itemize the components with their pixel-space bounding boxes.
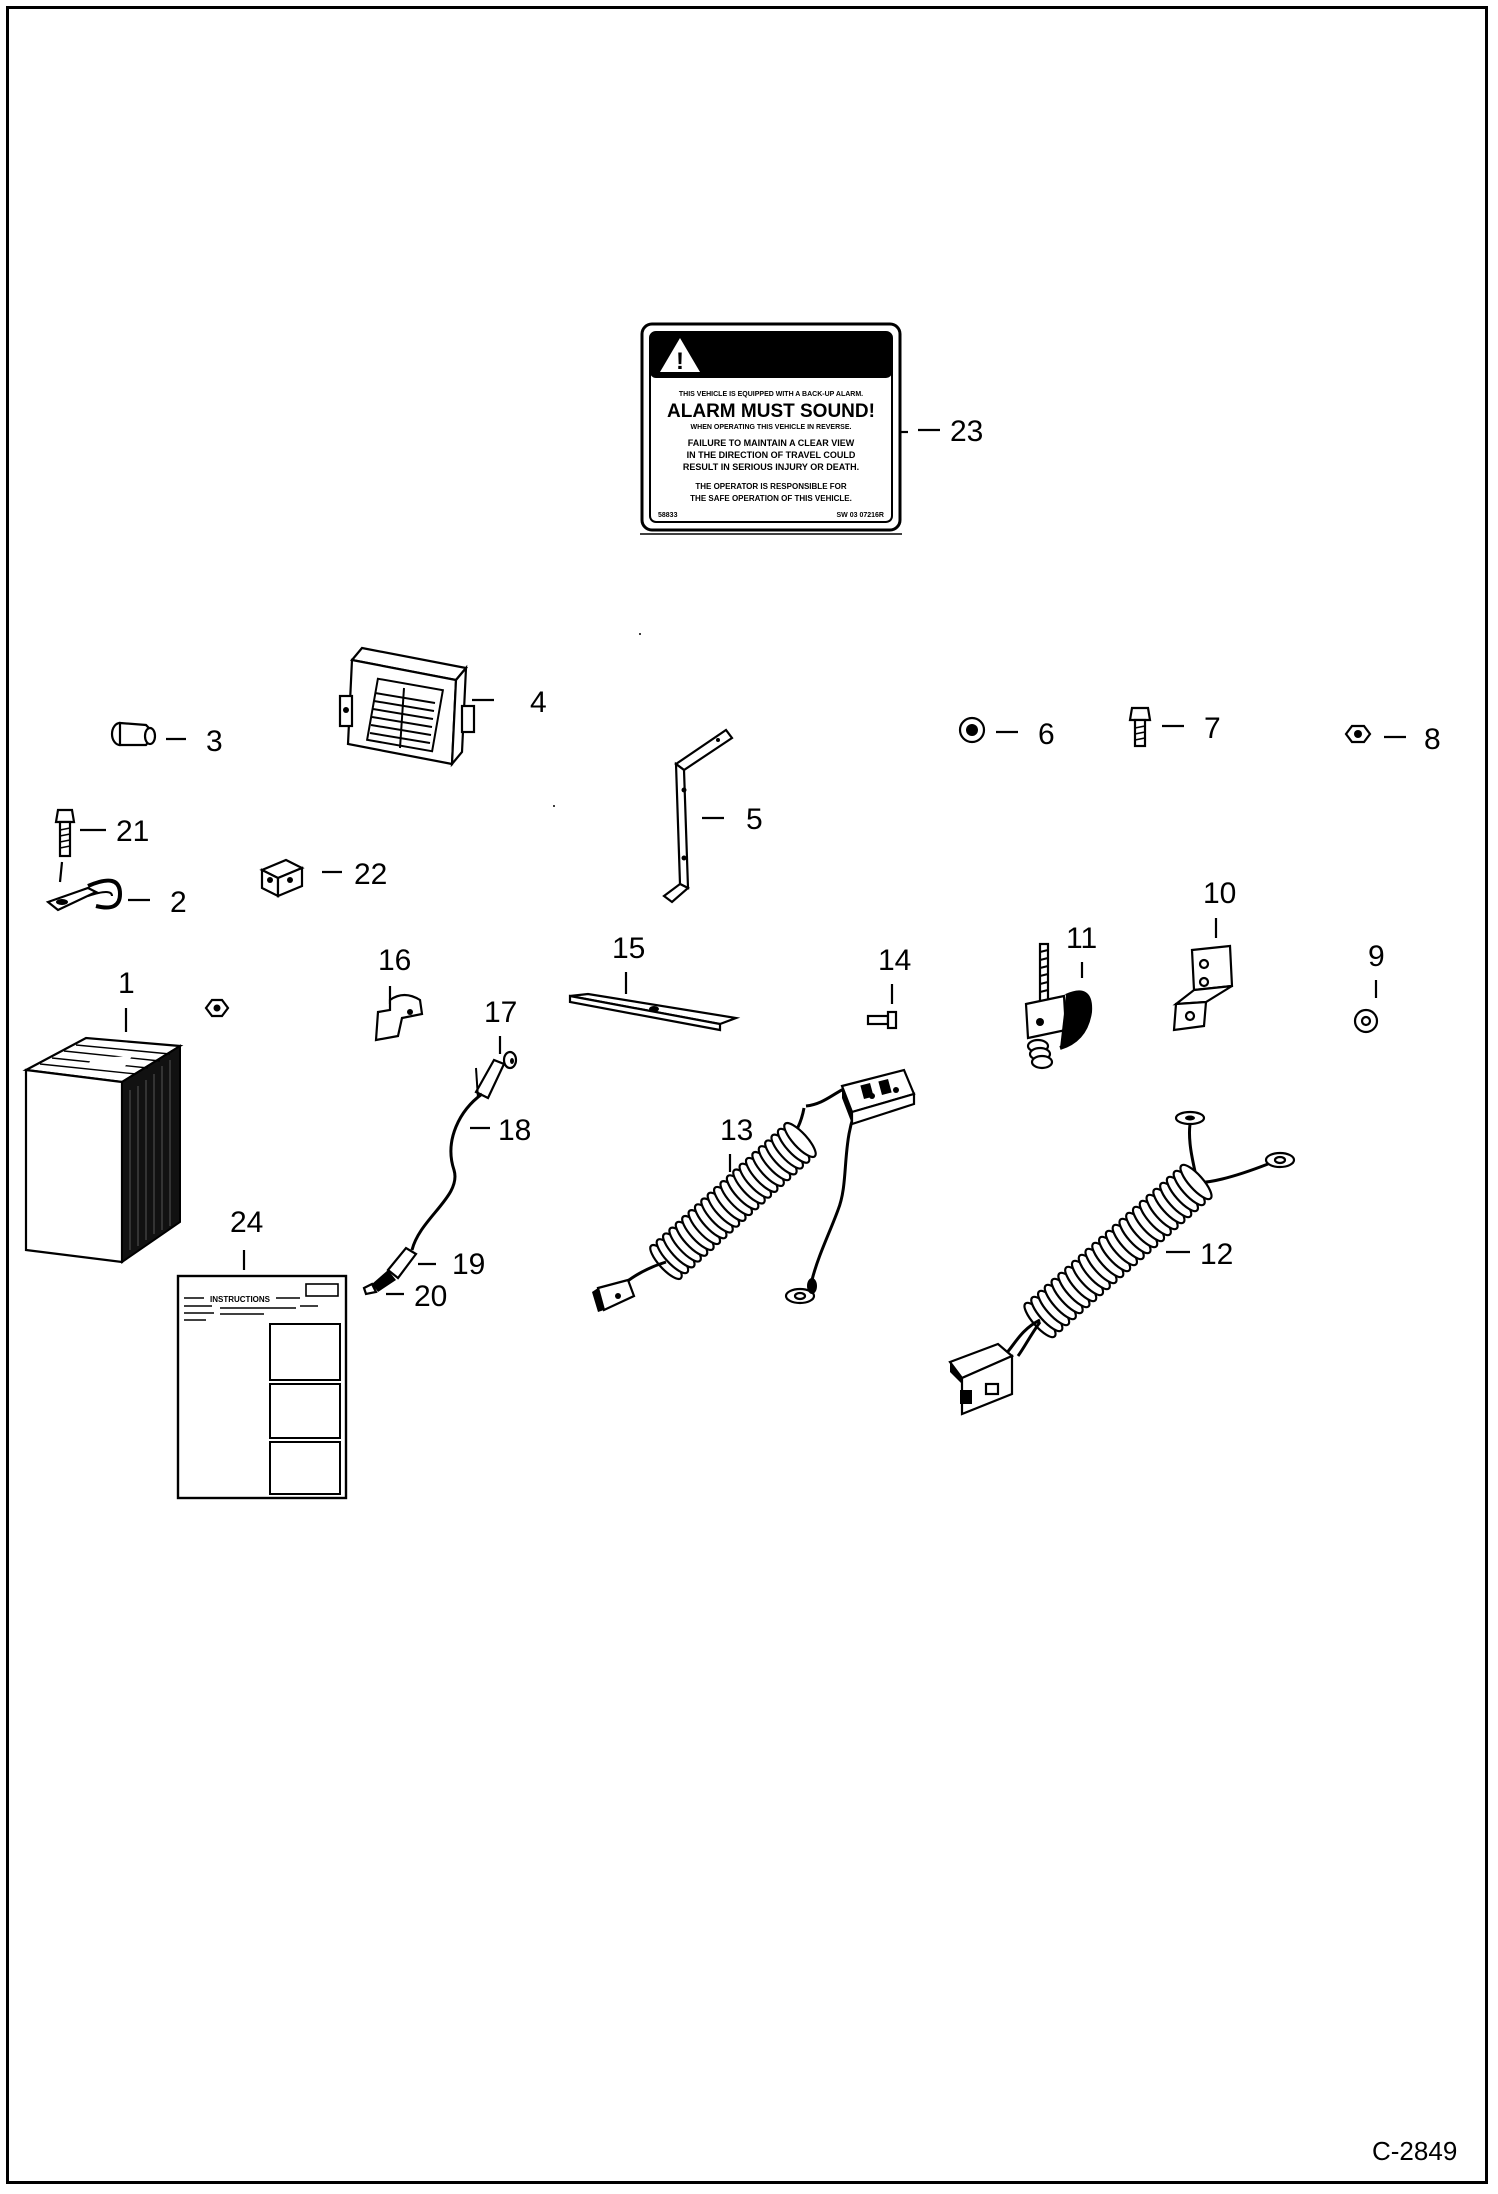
callout-19: 19 [452,1248,485,1281]
callout-3: 3 [206,725,223,758]
callout-24: 24 [230,1206,263,1239]
warning-line4: IN THE DIRECTION OF TRAVEL COULD [687,450,856,460]
wire-18 [410,1092,483,1251]
callout-17: 17 [484,996,517,1029]
plug [110,721,157,747]
warning-decal: ! WARNING THIS VEHICLE IS EQUIPPED WITH … [640,322,902,535]
svg-text:!: ! [676,348,684,375]
terminal-block [259,858,305,898]
backup-alarm [338,646,476,768]
callout-11: 11 [1066,922,1097,955]
warning-line3: FAILURE TO MAINTAIN A CLEAR VIEW [688,438,855,448]
callout-16: 16 [378,944,411,977]
callout-23: 23 [950,415,983,448]
callout-5: 5 [746,803,763,836]
callout-10: 10 [1203,877,1236,910]
screw-14 [866,1010,898,1030]
instruction-sheet: INSTRUCTIONS [176,1274,348,1500]
wire-harness-12 [948,1110,1296,1416]
fuse-holder [474,1050,518,1100]
warning-header: WARNING [704,336,888,378]
callout-22: 22 [354,858,387,891]
callout-1: 1 [118,967,135,1000]
coil-loop [1179,1163,1213,1201]
callout-12: 12 [1200,1238,1233,1271]
callout-8: 8 [1424,723,1441,756]
warning-line5: RESULT IN SERIOUS INJURY OR DEATH. [683,462,859,472]
warning-line1: THIS VEHICLE IS EQUIPPED WITH A BACK-UP … [679,391,863,398]
coil-loop [783,1121,817,1159]
hex-nut-8 [1344,724,1372,744]
callout-9: 9 [1368,940,1385,973]
loop-clamp-11 [1024,942,1093,1070]
wire-connector-19 [362,1246,418,1296]
coil-spring-11 [1026,1038,1054,1070]
warning-code-left: 58833 [658,512,678,519]
angle-bracket [1172,944,1234,1032]
figure-code: C-2849 [1372,2136,1457,2166]
callout-18: 18 [498,1114,531,1147]
callout-7: 7 [1204,712,1221,745]
cable-clamp [45,878,123,912]
callout-14: 14 [878,944,911,977]
callout-6: 6 [1038,718,1055,751]
warning-headline: ALARM MUST SOUND! [667,401,875,422]
callout-20: 20 [414,1280,447,1313]
drawing-frame [6,6,1488,2184]
battery-box [22,1036,184,1264]
callout-15: 15 [612,932,645,965]
flat-strap [568,992,741,1032]
warning-triangle-icon [660,338,700,372]
washer-9 [1353,1008,1379,1034]
instruction-title: INSTRUCTIONS [210,1295,271,1304]
wire-harness-13 [592,1068,916,1312]
nut-small [204,998,230,1018]
warning-line2: WHEN OPERATING THIS VEHICLE IN REVERSE. [691,424,852,431]
mounting-bracket [662,728,734,904]
grommet [958,716,986,744]
clip-16 [374,993,424,1042]
warning-line7: THE SAFE OPERATION OF THIS VEHICLE. [690,494,852,503]
callout-13: 13 [720,1114,753,1147]
callout-4: 4 [530,686,547,719]
bolt-7 [1128,706,1152,748]
warning-code-right: SW 03 07216R [837,512,884,519]
warning-line6: THE OPERATOR IS RESPONSIBLE FOR [695,482,847,491]
bolt-21 [54,808,76,858]
callout-2: 2 [170,886,187,919]
callout-21: 21 [116,815,149,848]
